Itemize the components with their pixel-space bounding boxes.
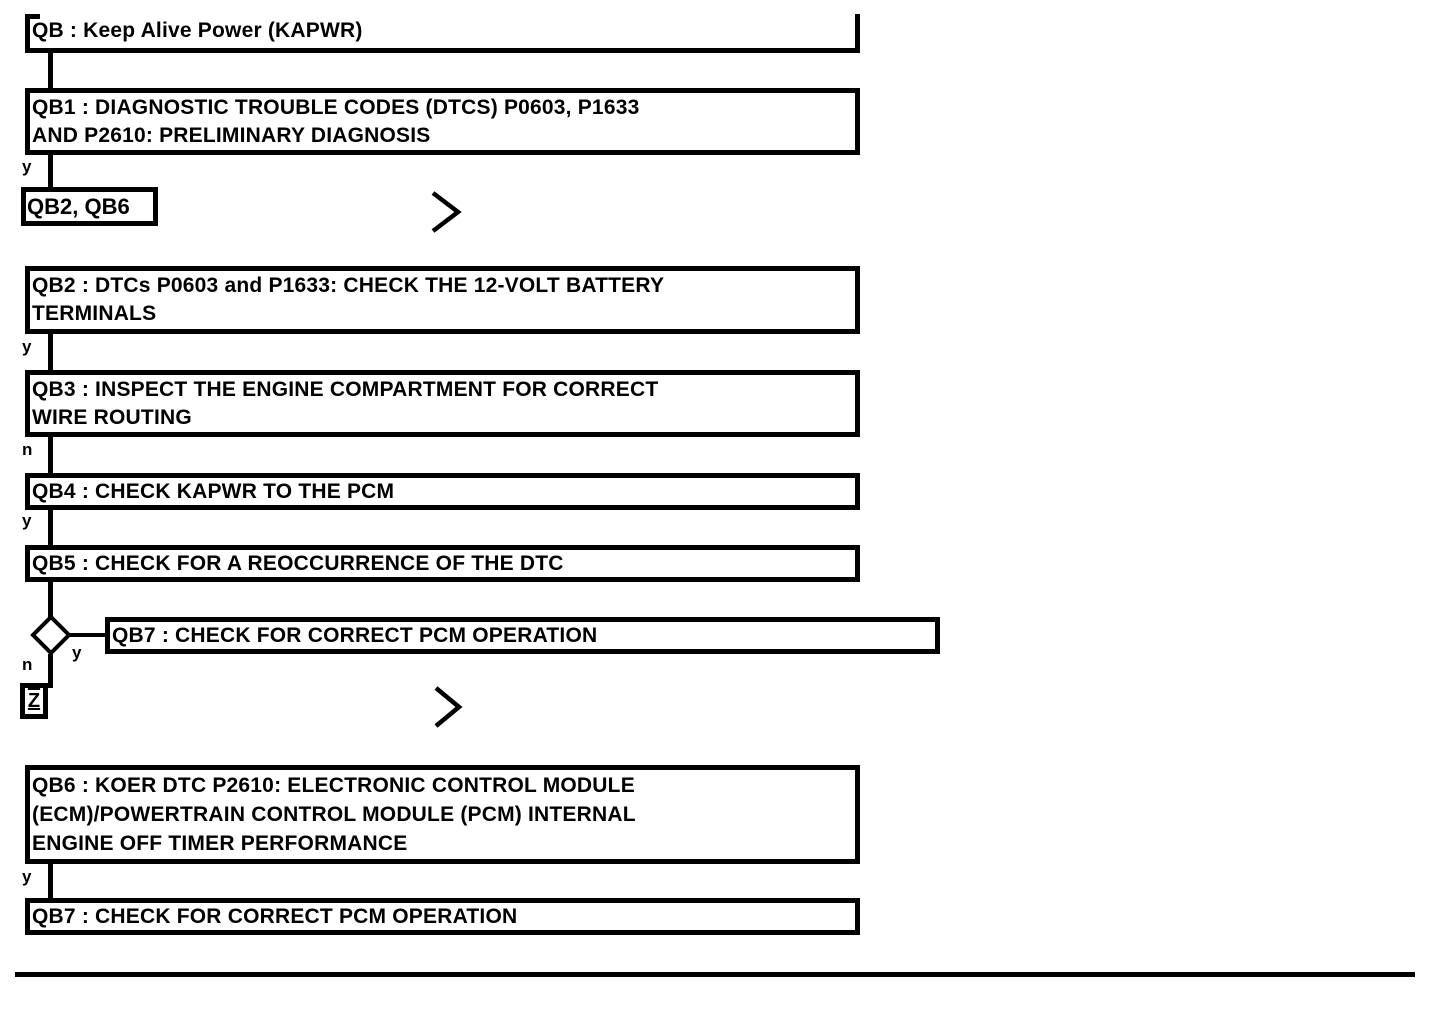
flowchart-title: QB : Keep Alive Power (KAPWR) xyxy=(32,19,363,42)
qb1-line2: AND P2610: PRELIMINARY DIAGNOSIS xyxy=(32,124,431,147)
step-box-qb7-branch: QB7 : CHECK FOR CORRECT PCM OPERATION xyxy=(105,617,940,654)
connector-decision-to-z xyxy=(48,654,53,688)
qb5-label: QB5 : CHECK FOR A REOCCURRENCE OF THE DT… xyxy=(32,552,564,575)
page-divider-rule xyxy=(15,972,1415,977)
qb4-label: QB4 : CHECK KAPWR TO THE PCM xyxy=(32,480,395,503)
qb2-line2: TERMINALS xyxy=(32,302,157,325)
connector-qb5-to-decision xyxy=(48,582,53,618)
branch-label-qb4-yes: y xyxy=(22,511,32,530)
continuation-chevron-icon xyxy=(434,686,463,728)
connector-title-to-qb1 xyxy=(48,53,53,88)
branch-label-qb5-yes: y xyxy=(72,643,82,662)
qb7-final-label: QB7 : CHECK FOR CORRECT PCM OPERATION xyxy=(32,905,518,928)
qb3-line2: WIRE ROUTING xyxy=(32,406,192,429)
qb3-line1: QB3 : INSPECT THE ENGINE COMPARTMENT FOR… xyxy=(32,378,659,401)
connector-qb2-to-qb3 xyxy=(48,334,53,370)
flowchart-title-box: QB : Keep Alive Power (KAPWR) xyxy=(25,14,860,53)
step-box-qb1: QB1 : DIAGNOSTIC TROUBLE CODES (DTCS) P0… xyxy=(25,88,860,155)
branch-label-qb1-yes: y xyxy=(22,157,32,176)
title-box-top-stub xyxy=(25,14,40,19)
connector-qb3-to-qb4 xyxy=(48,437,53,473)
connector-qb6-to-qb7 xyxy=(48,864,53,898)
step-box-qb7-final: QB7 : CHECK FOR CORRECT PCM OPERATION xyxy=(25,898,860,935)
branch-label-qb3-no: n xyxy=(22,440,33,459)
connector-qb4-to-qb5 xyxy=(48,510,53,545)
branch-label-qb6-yes: y xyxy=(22,867,32,886)
z-ref-label: Z xyxy=(27,690,41,712)
step-box-qb4: QB4 : CHECK KAPWR TO THE PCM xyxy=(25,473,860,510)
qb2qb6-ref-label: QB2, QB6 xyxy=(27,194,130,219)
qb2-line1: QB2 : DTCs P0603 and P1633: CHECK THE 12… xyxy=(32,274,665,297)
connector-decision-to-qb7 xyxy=(68,633,105,637)
qb1-line1: QB1 : DIAGNOSTIC TROUBLE CODES (DTCS) P0… xyxy=(32,96,640,119)
qb6-line2: (ECM)/POWERTRAIN CONTROL MODULE (PCM) IN… xyxy=(32,803,636,826)
qb7-branch-label: QB7 : CHECK FOR CORRECT PCM OPERATION xyxy=(112,624,598,647)
connector-qb1-to-ref xyxy=(48,155,53,187)
qb6-line3: ENGINE OFF TIMER PERFORMANCE xyxy=(32,832,408,855)
continuation-chevron-icon xyxy=(431,191,462,233)
reference-box-qb2-qb6[interactable]: QB2, QB6 xyxy=(21,187,158,226)
decision-diamond xyxy=(30,614,72,656)
step-box-qb6: QB6 : KOER DTC P2610: ELECTRONIC CONTROL… xyxy=(25,765,860,864)
step-box-qb5: QB5 : CHECK FOR A REOCCURRENCE OF THE DT… xyxy=(25,545,860,582)
branch-label-qb5-no: n xyxy=(22,655,33,674)
reference-box-z[interactable]: Z xyxy=(20,683,48,719)
step-box-qb2: QB2 : DTCs P0603 and P1633: CHECK THE 12… xyxy=(25,266,860,334)
step-box-qb3: QB3 : INSPECT THE ENGINE COMPARTMENT FOR… xyxy=(25,370,860,437)
qb6-line1: QB6 : KOER DTC P2610: ELECTRONIC CONTROL… xyxy=(32,774,635,797)
branch-label-qb2-yes: y xyxy=(22,337,32,356)
